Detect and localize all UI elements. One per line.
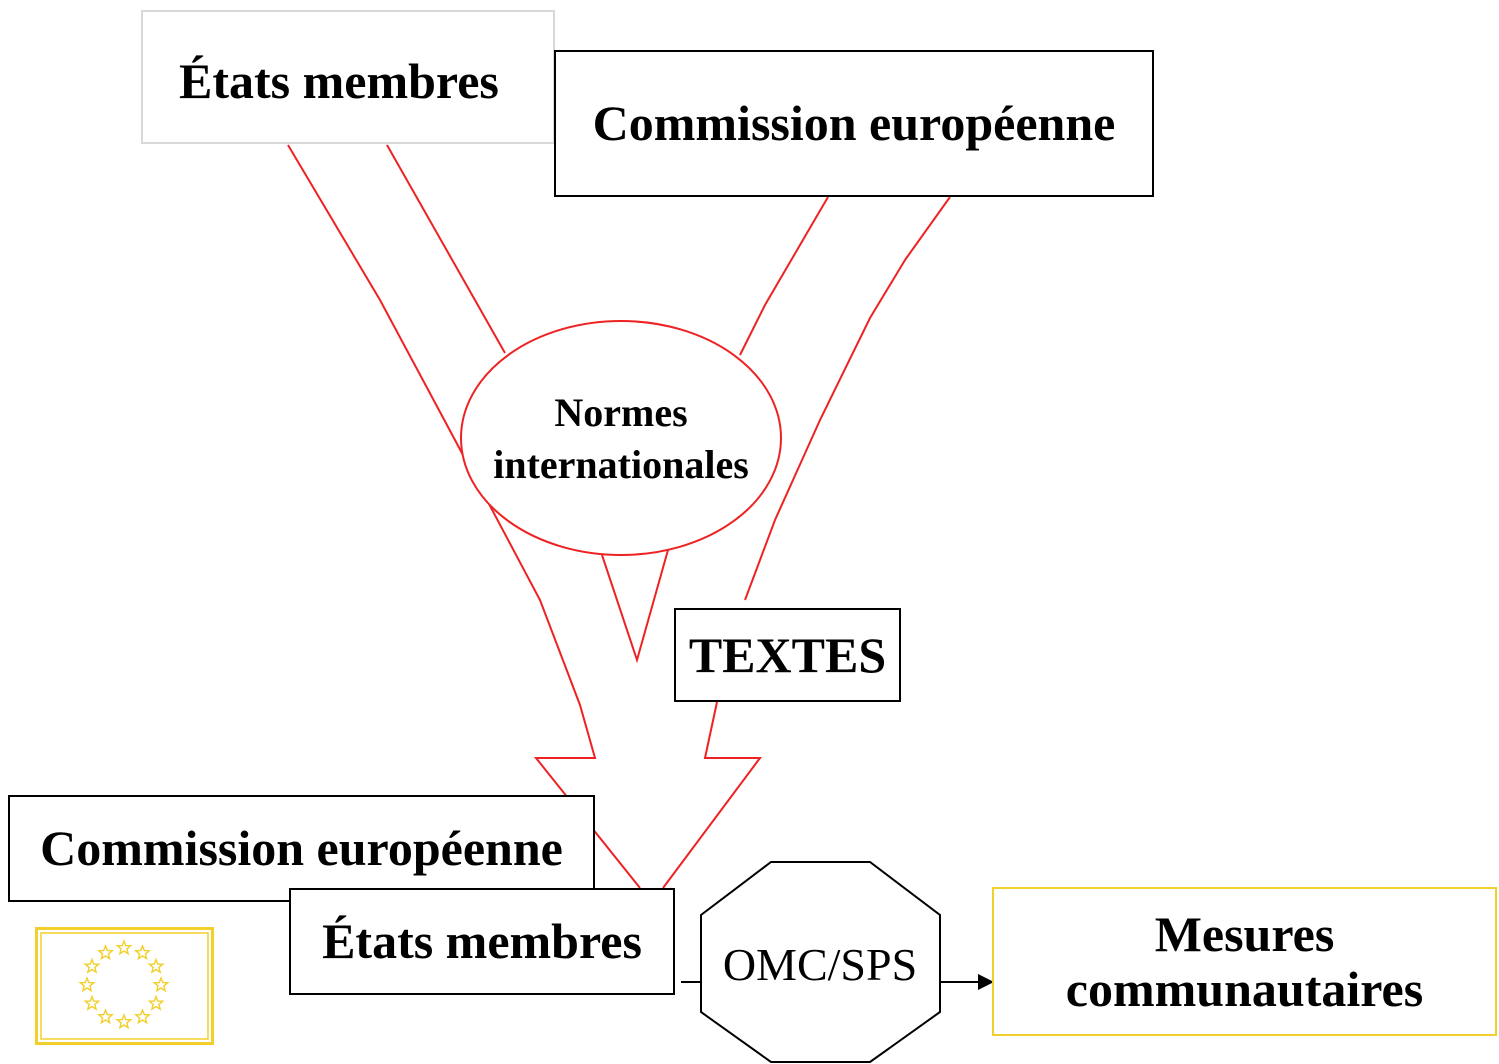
bottom-commission-label: Commission européenne [40,820,563,876]
flag-star-icon [83,957,101,974]
flag-star-icon [133,1008,152,1025]
flow-line-left-outer [287,144,641,889]
flag-star-icon [152,976,170,993]
normes-line2: internationales [493,442,749,487]
top-commission-box: Commission européenne [554,50,1154,197]
flag-star-icon [83,994,101,1011]
textes-label: TEXTES [688,626,887,683]
flag-star-icon [115,1013,133,1030]
flow-line-right-lower [662,701,762,889]
textes-box: TEXTES [674,608,901,702]
flow-line-right-inner [739,196,829,356]
bottom-etats-membres-label: États membres [322,913,642,969]
arrow-to-mesures-head [978,974,994,990]
flag-star-icon [147,994,165,1011]
flag-star-icon [133,944,152,961]
flag-star-icon [147,957,165,974]
arrow-head-normes [601,549,669,664]
flow-line-left-inner [386,144,506,354]
flag-star-icon [96,1008,115,1025]
flag-star-icon [96,944,115,961]
flow-line-right-outer [744,196,951,601]
flag-star-icon [78,976,96,993]
flag-star-icon [115,939,133,956]
omc-sps-text: OMC/SPS [700,928,940,1000]
normes-line1: Normes [554,390,688,435]
top-etats-membres-box: États membres [141,10,555,144]
top-commission-label: Commission européenne [592,95,1116,151]
mesures-line1: Mesures [1154,905,1335,962]
mesures-communautaires-box: Mesures communautaires [992,887,1497,1036]
omc-sps-label: OMC/SPS [722,938,918,990]
omc-octagon [700,861,941,1063]
bottom-etats-membres-box: États membres [289,888,675,995]
bottom-commission-box: Commission européenne [8,795,595,902]
mesures-line2: communautaires [1065,960,1424,1017]
normes-ellipse [460,320,782,556]
eu-flag-icon [35,927,214,1045]
top-etats-membres-label: États membres [179,53,499,109]
normes-internationales-text: Normes internationales [462,384,780,494]
